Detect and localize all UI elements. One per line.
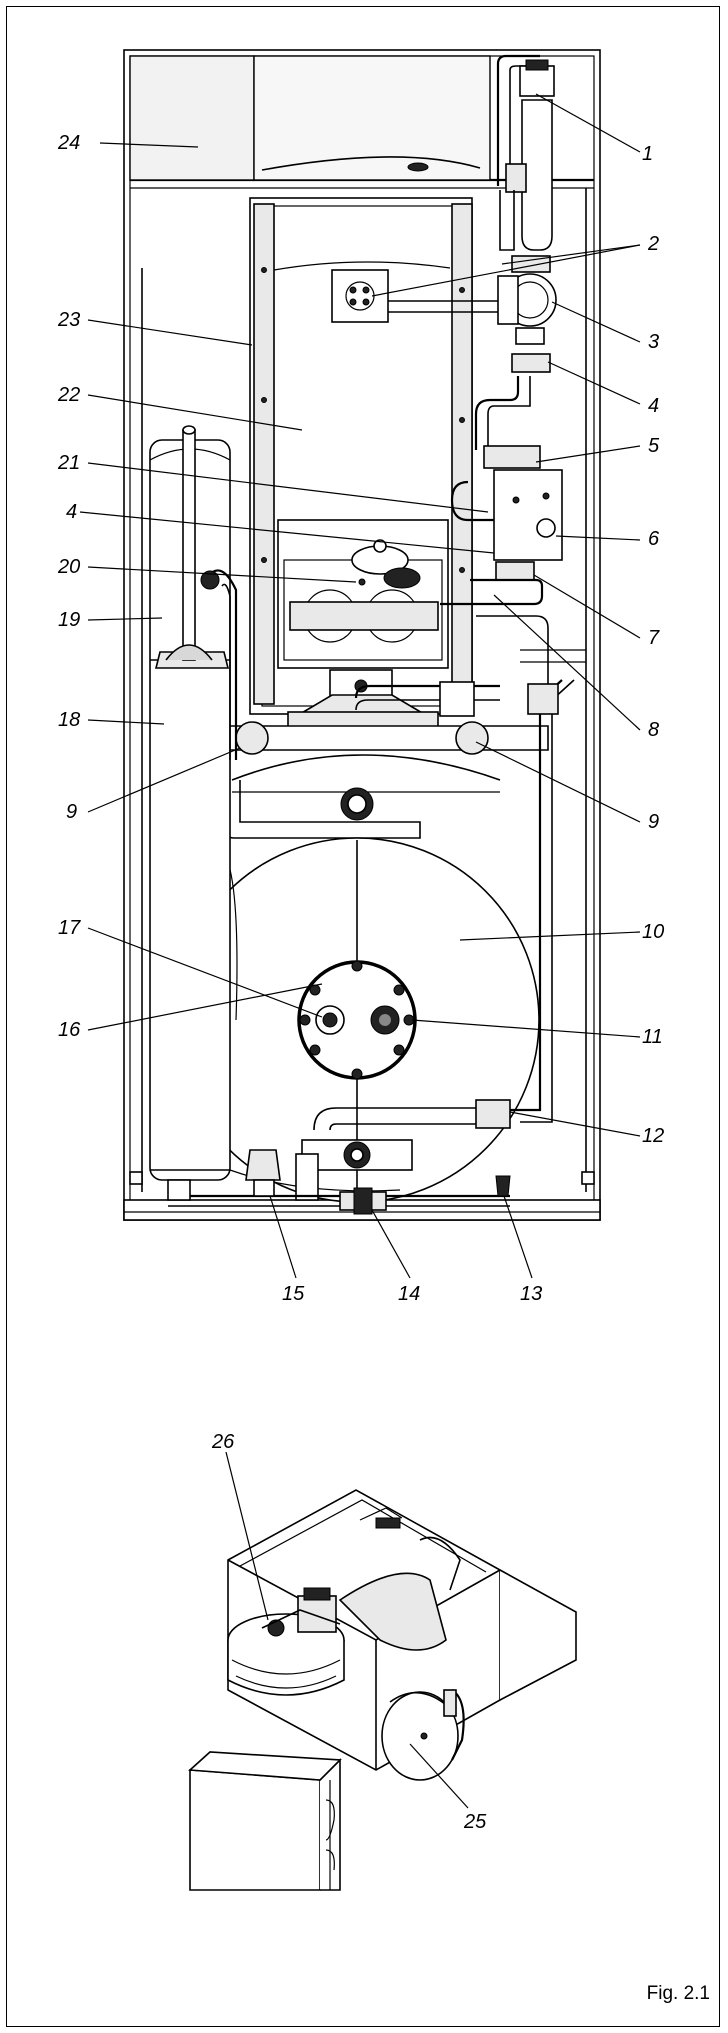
fitting-4 bbox=[511, 353, 551, 373]
leader-lines-front bbox=[79, 93, 641, 1279]
gas-valve-6 bbox=[493, 469, 563, 561]
callouts-front: 1 2 3 4 5 6 7 8 9 10 11 12 13 14 15 16 1… bbox=[57, 132, 664, 1305]
callout-12: 12 bbox=[642, 1125, 664, 1147]
callout-4: 4 bbox=[648, 395, 659, 417]
leader-lines-top bbox=[225, 1451, 469, 1809]
callout-2: 2 bbox=[647, 233, 659, 255]
callout-18: 18 bbox=[58, 709, 80, 731]
callout-24: 24 bbox=[57, 132, 80, 154]
figure-border bbox=[6, 6, 720, 2027]
fitting-5 bbox=[483, 445, 541, 469]
burner-box bbox=[277, 519, 449, 669]
callout-14: 14 bbox=[398, 1283, 420, 1305]
callout-4-left: 4 bbox=[66, 501, 77, 523]
callout-25: 25 bbox=[463, 1811, 487, 1833]
callout-10: 10 bbox=[642, 921, 664, 943]
drain-13 bbox=[495, 1175, 511, 1197]
callout-21: 21 bbox=[57, 452, 80, 474]
callouts-top: 26 25 bbox=[211, 1431, 487, 1833]
callout-3: 3 bbox=[648, 331, 659, 353]
callout-11: 11 bbox=[642, 1026, 663, 1048]
top-view bbox=[188, 1489, 577, 1891]
collector-25 bbox=[381, 1691, 459, 1781]
callout-23: 23 bbox=[57, 309, 80, 331]
callout-5: 5 bbox=[648, 435, 660, 457]
front-view bbox=[123, 49, 601, 1221]
callout-26: 26 bbox=[211, 1431, 235, 1453]
valve-15 bbox=[245, 1149, 281, 1181]
top-left-panel bbox=[129, 55, 255, 181]
fitting-7 bbox=[495, 561, 535, 581]
callout-13: 13 bbox=[520, 1283, 542, 1305]
fitting-12 bbox=[475, 1099, 511, 1129]
figure-caption: Fig. 2.1 bbox=[646, 1983, 710, 2004]
callout-15: 15 bbox=[282, 1283, 305, 1305]
callout-19: 19 bbox=[58, 609, 80, 631]
callout-22: 22 bbox=[57, 384, 80, 406]
callout-7: 7 bbox=[648, 627, 660, 649]
callout-8: 8 bbox=[648, 719, 659, 741]
sight-glass-plate bbox=[331, 269, 389, 323]
callout-16: 16 bbox=[58, 1019, 81, 1041]
callout-9-right: 9 bbox=[648, 811, 659, 833]
callout-9-left: 9 bbox=[66, 801, 77, 823]
callout-20: 20 bbox=[57, 556, 80, 578]
callout-6: 6 bbox=[648, 528, 660, 550]
callout-17: 17 bbox=[58, 917, 81, 939]
callout-1: 1 bbox=[642, 143, 653, 165]
